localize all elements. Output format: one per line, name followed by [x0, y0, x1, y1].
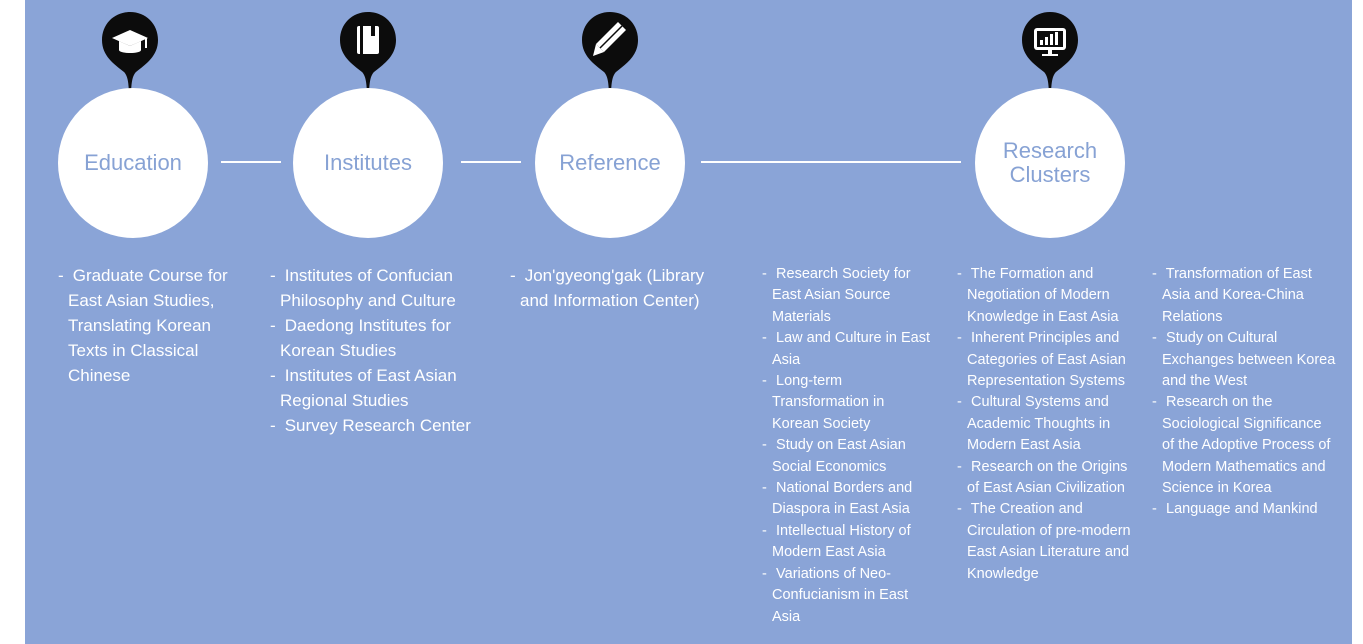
research-pin — [1022, 12, 1078, 114]
list-item: - Graduate Course for East Asian Studies… — [58, 266, 228, 385]
list-item: - Cultural Systems and Academic Thoughts… — [957, 394, 1111, 454]
list-item: - Research on the Sociological Significa… — [1152, 394, 1331, 497]
research-list-3: - Transformation of East Asia and Korea-… — [1152, 264, 1337, 521]
list-item: - Daedong Institutes for Korean Studies — [270, 316, 452, 360]
list-item: - Jon'gyeong'gak (Library and Informatio… — [510, 266, 705, 310]
education-list: - Graduate Course for East Asian Studies… — [58, 263, 238, 388]
book-icon — [357, 26, 379, 54]
list-item: - Institutes of Confucian Philosophy and… — [270, 266, 456, 310]
list-item: - Long-term Transformation in Korean Soc… — [762, 373, 885, 432]
connector-education-institutes — [221, 161, 281, 163]
node-research-clusters[interactable]: Research Clusters — [975, 88, 1125, 238]
list-item: - Law and Culture in East Asia — [762, 330, 930, 368]
list-item: - Study on East Asian Social Economics — [762, 437, 906, 475]
bar-chart-monitor-icon — [1034, 28, 1066, 56]
node-education[interactable]: Education — [58, 88, 208, 238]
node-institutes-label: Institutes — [323, 150, 413, 175]
connector-reference-research — [701, 161, 961, 163]
list-item: - Study on Cultural Exchanges between Ko… — [1152, 330, 1336, 390]
list-item: - Intellectual History of Modern East As… — [762, 522, 911, 561]
education-pin — [102, 12, 158, 114]
list-item: - Language and Mankind — [1152, 501, 1318, 518]
research-list-1: - Research Society for East Asian Source… — [762, 264, 930, 628]
node-education-label: Education — [84, 150, 182, 175]
list-item: - Institutes of East Asian Regional Stud… — [270, 366, 457, 410]
pencil-icon — [593, 22, 626, 56]
node-research-label: Research Clusters — [1002, 138, 1098, 187]
list-item: - The Formation and Negotiation of Moder… — [957, 266, 1119, 325]
institutes-list: - Institutes of Confucian Philosophy and… — [270, 263, 485, 438]
diagram-panel: Education Institutes Reference — [25, 0, 1352, 644]
list-item: - Inherent Principles and Categories of … — [957, 330, 1126, 390]
list-item: - Research Society for East Asian Source… — [762, 266, 911, 325]
connector-institutes-reference — [461, 161, 521, 163]
graduation-cap-icon — [112, 30, 148, 53]
list-item: - Survey Research Center — [270, 416, 471, 435]
node-institutes[interactable]: Institutes — [293, 88, 443, 238]
node-reference[interactable]: Reference — [535, 88, 685, 238]
list-item: - Variations of Neo-Confucianism in East… — [762, 565, 909, 625]
list-item: - National Borders and Diaspora in East … — [762, 480, 913, 518]
list-item: - Transformation of East Asia and Korea-… — [1152, 266, 1312, 325]
list-item: - The Creation and Circulation of pre-mo… — [957, 501, 1131, 582]
list-item: - Research on the Origins of East Asian … — [957, 458, 1128, 497]
node-reference-label: Reference — [559, 150, 661, 175]
research-list-2: - The Formation and Negotiation of Moder… — [957, 264, 1137, 585]
reference-list: - Jon'gyeong'gak (Library and Informatio… — [510, 263, 725, 313]
